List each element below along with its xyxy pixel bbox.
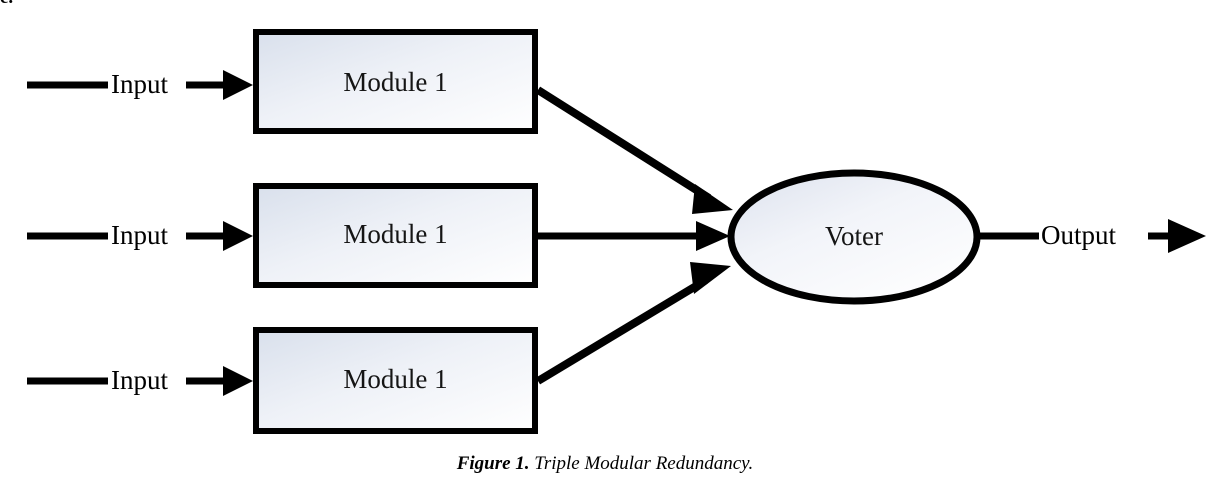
input-arrowhead-1 [223,70,253,100]
voter-label: Voter [825,221,883,251]
module3-to-voter-arrow [535,262,731,385]
module3-to-voter-line [535,276,709,385]
input-arrowhead-3 [223,366,253,396]
figure-caption: Figure 1. Triple Modular Redundancy. [0,452,1210,476]
module-label-1: Module 1 [343,67,448,97]
caption-body: Triple Modular Redundancy. [534,453,754,474]
module-box-2[interactable] [253,183,538,288]
module-box-1[interactable] [253,29,538,134]
input-arrow-2 [27,221,253,251]
input-label-3: Input [109,365,170,395]
module3-to-voter-arrowhead [690,262,731,294]
clipped-text-artifact: e. [0,0,13,8]
input-label-2: Input [109,220,170,250]
output-label: Output [1039,220,1119,250]
module-label-3: Module 1 [343,364,448,394]
input-arrowhead-2 [223,221,253,251]
input-arrow-1 [27,70,253,100]
output-arrow [977,219,1206,253]
module-label-2: Module 1 [343,219,448,249]
caption-lead: Figure 1. [456,453,530,474]
module-box-3[interactable] [253,327,538,434]
input-label-1: Input [109,69,170,99]
module1-to-voter-arrow [535,86,733,214]
input-arrow-3 [27,366,253,396]
output-arrowhead [1168,219,1206,253]
module2-to-voter-arrowhead [696,221,730,251]
module2-to-voter-arrow [538,221,730,251]
module1-to-voter-line [535,86,712,202]
module1-to-voter-arrowhead [692,184,733,214]
